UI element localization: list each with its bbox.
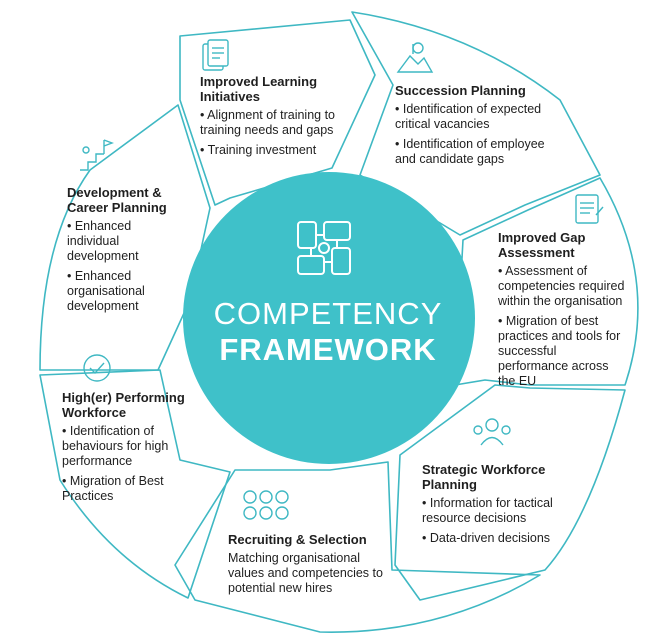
segment-title: Improved Learning Initiatives	[200, 74, 318, 104]
document-icon	[202, 39, 229, 71]
segment-bullet: • Migration of Best Practices	[62, 474, 164, 503]
center-title-line2: FRAMEWORK	[219, 332, 437, 367]
segment-arrow-succession	[351, 11, 601, 236]
segment-title: Improved Gap Assessment	[498, 230, 586, 260]
career-steps-icon	[80, 139, 114, 171]
segment-learning: Improved Learning Initiatives • Alignmen…	[200, 74, 350, 163]
segment-arrow-gap	[454, 177, 639, 386]
segment-title: Succession Planning	[395, 83, 526, 98]
segment-bullet: • Alignment of training to training need…	[200, 108, 336, 137]
summit-flag-icon	[396, 42, 434, 73]
segment-bullet: Matching organisational values and compe…	[228, 551, 383, 595]
check-circle-icon	[83, 354, 111, 382]
segment-arrow-performing	[39, 369, 231, 599]
segment-bullet: • Identification of behaviours for high …	[62, 424, 169, 468]
segment-gap: Improved Gap Assessment • Assessment of …	[498, 230, 626, 394]
center-title-line1: COMPETENCY	[213, 296, 443, 331]
segment-bullet: • Identification of expected critical va…	[395, 102, 542, 131]
team-icon	[473, 418, 511, 446]
center-circle	[183, 172, 475, 464]
segment-bullet: • Information for tactical resource deci…	[422, 496, 553, 525]
segment-workforce: Strategic Workforce Planning • Informati…	[422, 462, 562, 551]
segment-bullet: • Assessment of competencies required wi…	[498, 264, 625, 308]
segment-succession: Succession Planning • Identification of …	[395, 83, 545, 172]
segment-title: Recruiting & Selection	[228, 532, 367, 547]
hands-puzzle-icon	[297, 221, 351, 275]
segment-bullet: • Enhanced organisational development	[67, 269, 145, 313]
segment-performing: High(er) Performing Workforce • Identifi…	[62, 390, 202, 509]
segment-recruiting: Recruiting & Selection Matching organisa…	[228, 532, 388, 601]
segment-bullet: • Training investment	[200, 143, 317, 157]
center-label: COMPETENCY FRAMEWORK	[208, 296, 448, 368]
segment-title: High(er) Performing Workforce	[62, 390, 185, 420]
segment-arrow-workforce	[394, 384, 626, 601]
segment-arrow-development	[39, 104, 211, 371]
segment-title: Strategic Workforce Planning	[422, 462, 546, 492]
segment-bullet: • Migration of best practices and tools …	[498, 314, 621, 388]
segment-development: Development & Career Planning • Enhanced…	[67, 185, 179, 319]
people-grid-icon	[243, 490, 289, 520]
segment-title: Development & Career Planning	[67, 185, 167, 215]
segment-bullet: • Enhanced individual development	[67, 219, 139, 263]
segment-bullet: • Identification of employee and candida…	[395, 137, 545, 166]
segment-bullet: • Data-driven decisions	[422, 531, 551, 545]
clipboard-icon	[575, 194, 604, 224]
